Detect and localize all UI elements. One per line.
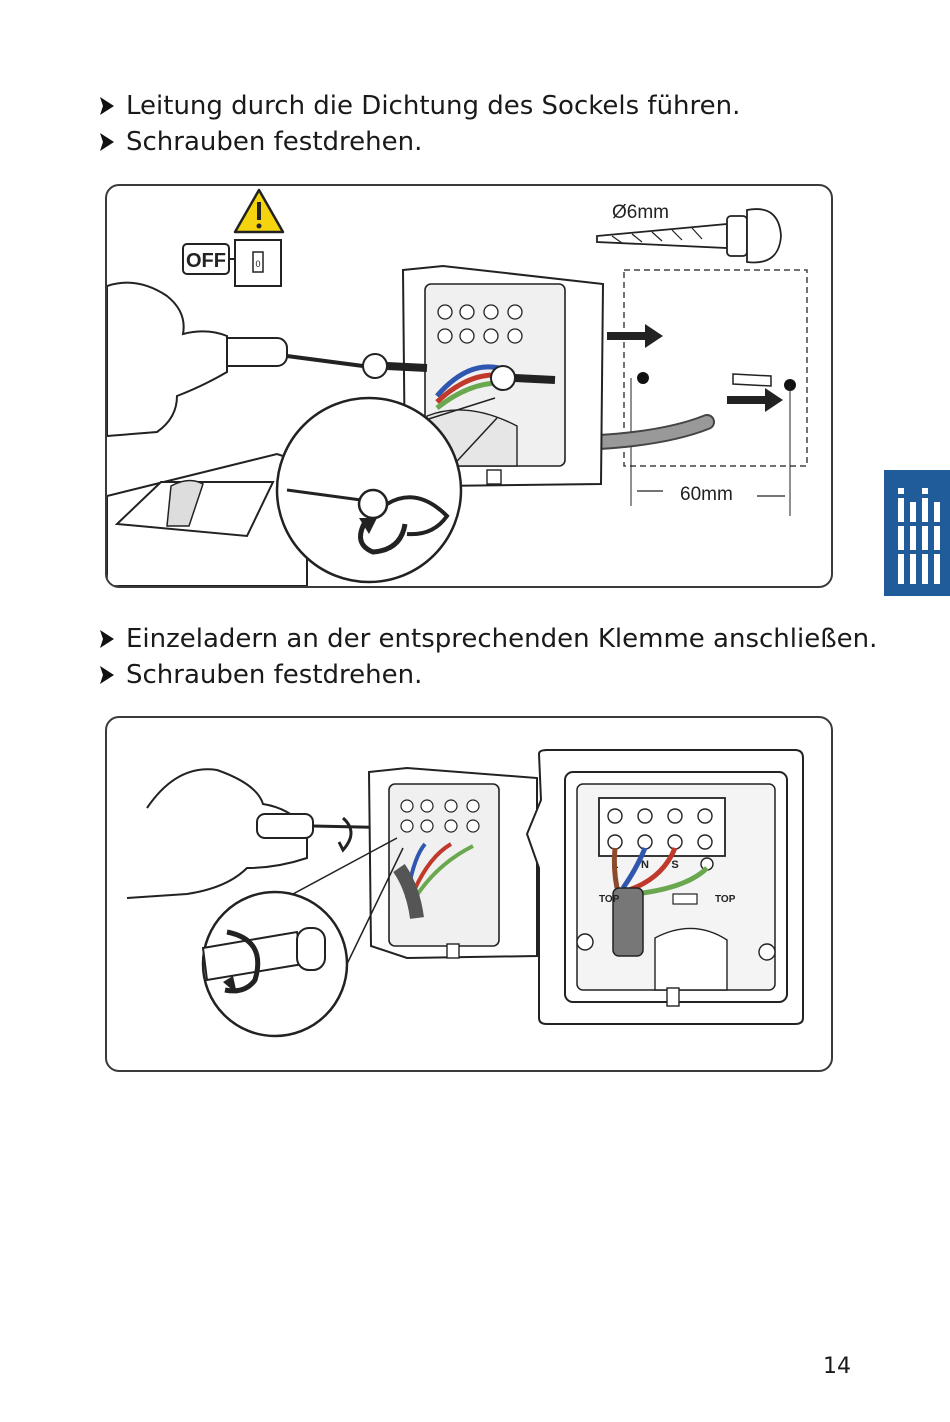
instruction-list-bottom: Einzeladern an der entsprechenden Klemme… xyxy=(98,621,877,693)
instruction-text: Einzeladern an der entsprechenden Klemme… xyxy=(126,624,878,654)
thermostat-base xyxy=(367,766,538,960)
bullet-arrow-icon xyxy=(100,630,114,648)
direction-arrow-icon xyxy=(607,324,663,348)
power-off-icon: OFF 0 xyxy=(182,239,282,287)
zoom-detail-screwdriver xyxy=(201,837,404,1038)
rotate-arrow-icon xyxy=(337,816,353,853)
hand-illustration xyxy=(107,281,228,438)
drill-size-label: Ø6mm xyxy=(612,202,669,223)
bullet-arrow-icon xyxy=(100,133,114,151)
off-label: OFF xyxy=(186,250,226,272)
page-number: 14 xyxy=(823,1354,851,1379)
wall-outline xyxy=(623,269,808,467)
bullet-arrow-icon xyxy=(100,97,114,115)
terminal-label-n: N xyxy=(641,859,649,871)
top-label-right: TOP xyxy=(715,894,736,905)
instruction-text: Schrauben festdrehen. xyxy=(126,660,423,690)
wire-green xyxy=(413,844,474,900)
drill-hole xyxy=(637,372,649,384)
instruction-item: Leitung durch die Dichtung des Sockels f… xyxy=(98,88,740,124)
wire-green xyxy=(634,866,709,897)
light-switch-illustration xyxy=(107,452,308,586)
wire-blue xyxy=(620,847,648,890)
top-label-left: TOP xyxy=(599,894,620,905)
distance-label: 60mm xyxy=(680,484,733,505)
bullet-arrow-icon xyxy=(100,666,114,684)
zoom-detail-screw xyxy=(275,396,498,584)
terminal-label-s: S xyxy=(671,859,678,871)
wire-brown xyxy=(611,847,620,889)
cable xyxy=(612,887,644,957)
instruction-text: Leitung durch die Dichtung des Sockels f… xyxy=(126,91,741,121)
figure-wire-connection-illustration: L N S TOP TOP xyxy=(126,749,804,1038)
instruction-text: Schrauben festdrehen. xyxy=(126,127,423,157)
section-tab-icon xyxy=(892,488,946,584)
switch-label: 0 xyxy=(255,259,260,269)
instruction-item: Schrauben festdrehen. xyxy=(98,124,740,160)
instruction-item: Einzeladern an der entsprechenden Klemme… xyxy=(98,621,877,657)
figure-wire-connection: L N S TOP TOP xyxy=(105,716,833,1072)
section-tab xyxy=(884,470,950,596)
wall-plug-icon xyxy=(732,373,772,387)
terminal-detail-panel: L N S TOP TOP xyxy=(525,749,804,1025)
wire-blue xyxy=(435,364,500,398)
screwdriver-icon xyxy=(206,337,364,368)
figure-cable-entry: OFF 0 Ø6mm 60mm xyxy=(105,184,833,588)
warning-icon xyxy=(233,188,285,234)
instruction-list-top: Leitung durch die Dichtung des Sockels f… xyxy=(98,88,740,160)
instruction-item: Schrauben festdrehen. xyxy=(98,657,877,693)
direction-arrow-icon xyxy=(727,388,783,412)
drill-bit-icon: Ø6mm xyxy=(596,202,782,264)
figure-cable-entry-illustration: OFF 0 Ø6mm 60mm xyxy=(107,188,808,586)
cable xyxy=(393,863,424,920)
screw-icon xyxy=(362,353,556,391)
